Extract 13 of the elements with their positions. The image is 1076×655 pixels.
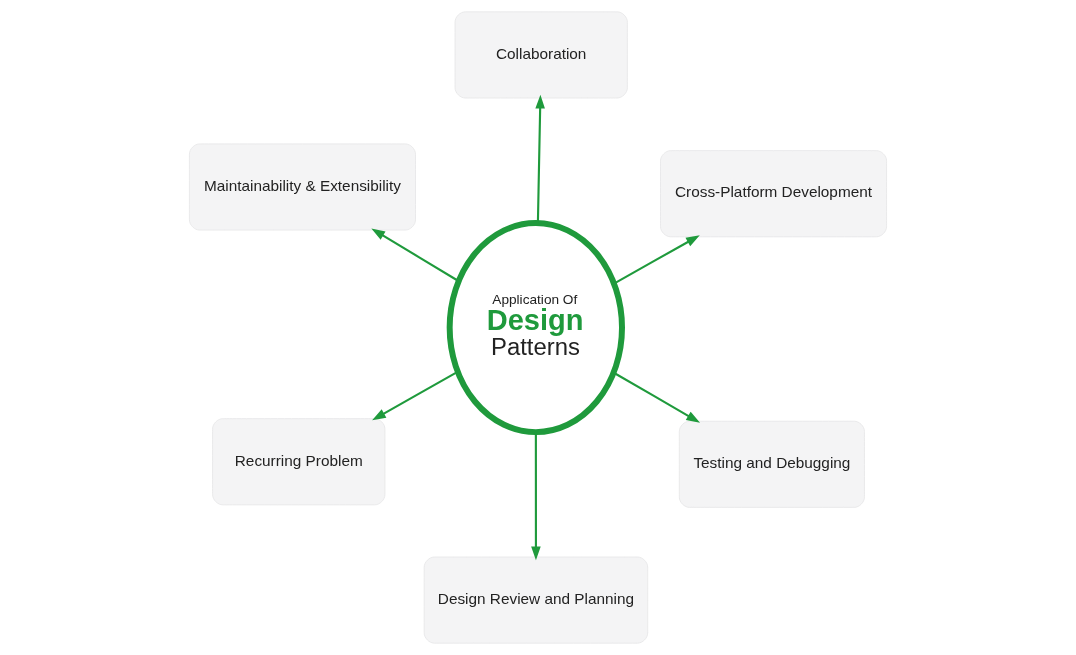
arrow bbox=[613, 371, 701, 423]
arrow bbox=[531, 432, 541, 561]
node-box: Recurring Problem bbox=[212, 418, 386, 506]
arrow bbox=[535, 94, 545, 223]
node-ellipse: Application Of Design Patterns bbox=[446, 220, 625, 436]
node-box: Collaboration bbox=[454, 11, 628, 99]
node-box: Design Review and Planning bbox=[423, 556, 649, 644]
arrow bbox=[372, 370, 459, 421]
arrow bbox=[371, 228, 459, 282]
arrow bbox=[613, 235, 700, 285]
node-box: Cross-Platform Development bbox=[660, 150, 887, 238]
node-box: Testing and Debugging bbox=[678, 420, 865, 508]
node-box: Maintainability & Extensibility bbox=[189, 143, 416, 231]
